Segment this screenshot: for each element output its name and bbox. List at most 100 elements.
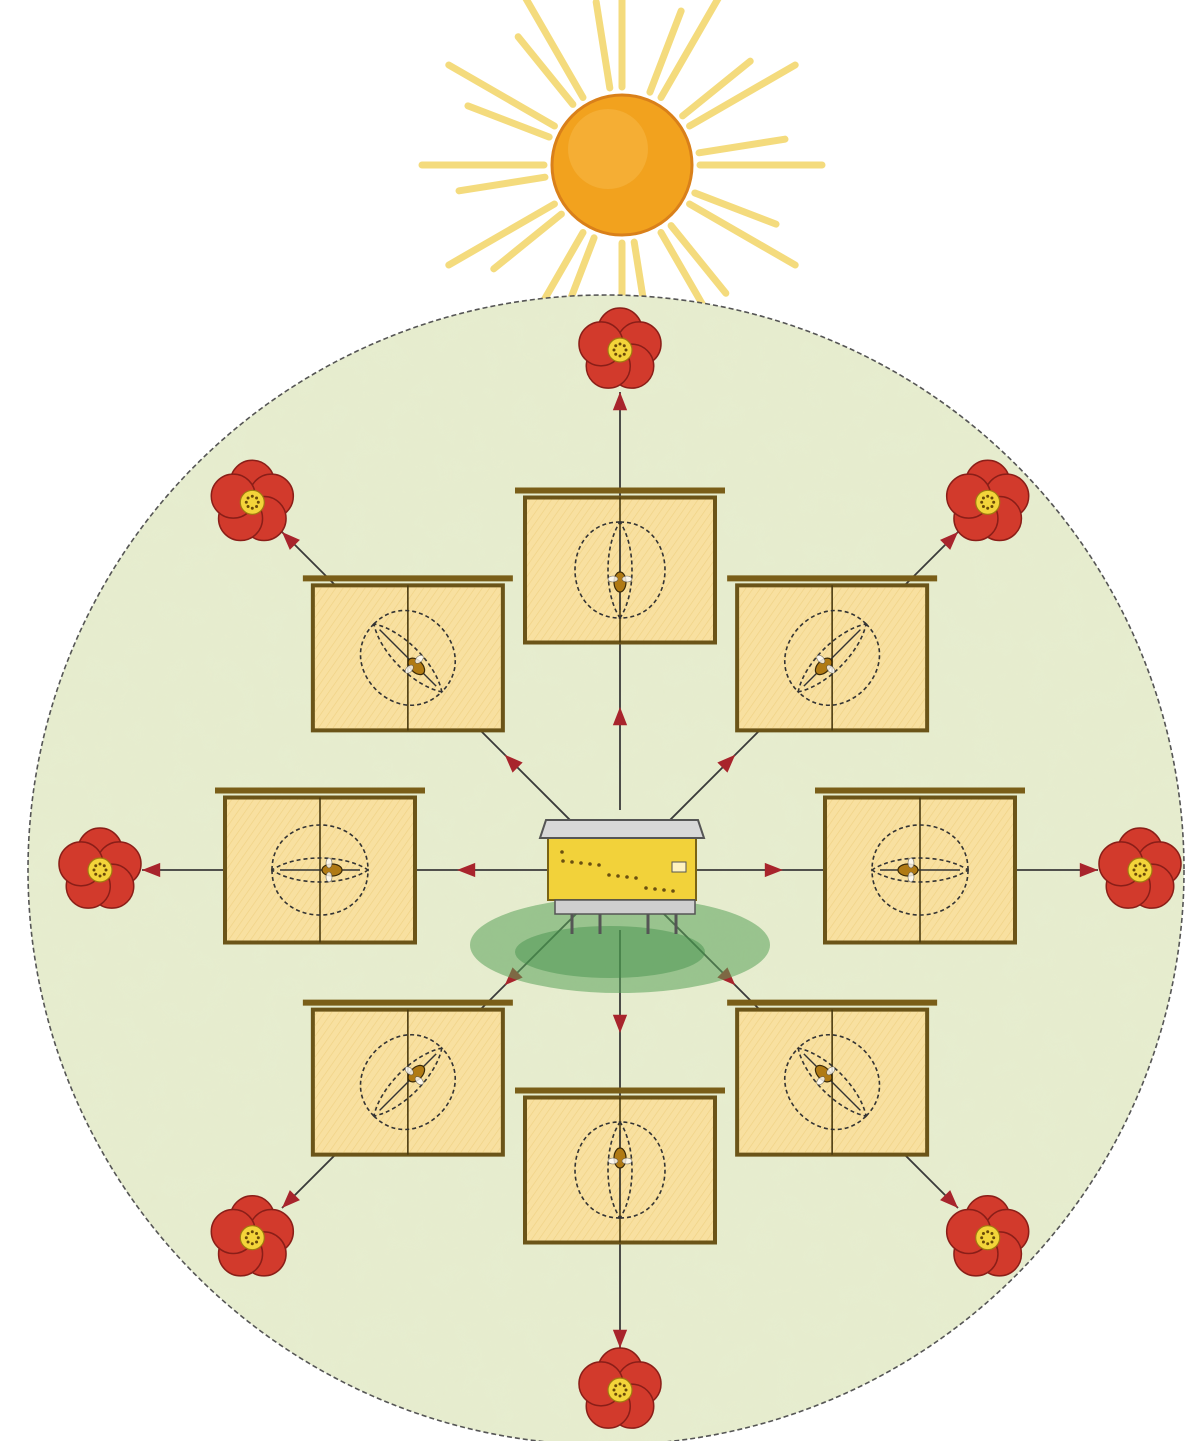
flower-stamen — [257, 1236, 260, 1239]
comb-frame-w — [215, 788, 425, 943]
flower-stamen — [992, 501, 995, 504]
flower-stamen — [251, 1230, 254, 1233]
bee-icon — [634, 876, 638, 880]
flower-stamen — [255, 505, 258, 508]
bee-wing — [608, 1158, 618, 1164]
flower-center — [1128, 858, 1152, 882]
bee-icon — [644, 886, 648, 890]
flower-stamen — [619, 343, 622, 346]
flower-stamen — [992, 1236, 995, 1239]
flower-stamen — [990, 497, 993, 500]
flower-stamen — [247, 497, 250, 500]
flower-stamen — [255, 497, 258, 500]
flower-stamen — [251, 507, 254, 510]
sun-ray — [650, 11, 681, 92]
hive-label-plate — [672, 862, 686, 872]
flower-stamen — [1139, 875, 1142, 878]
flower-stamen — [990, 1232, 993, 1235]
comb-frame-se — [727, 1000, 937, 1155]
sun-ray — [459, 177, 545, 191]
sun-ray — [596, 2, 610, 88]
flower-stamen — [103, 864, 106, 867]
bee-icon — [588, 862, 592, 866]
flower-stamen — [103, 873, 106, 876]
bee-wing — [326, 858, 332, 868]
bee-wing — [608, 576, 618, 582]
comb-frame-ne — [727, 575, 937, 730]
bee-wing — [908, 858, 914, 868]
frame-top-bar — [727, 575, 937, 581]
flower-stamen — [982, 505, 985, 508]
flower-stamen — [980, 1236, 983, 1239]
flower-stamen — [623, 353, 626, 356]
bee-icon — [597, 863, 601, 867]
flower-center — [88, 858, 112, 882]
flower-stamen — [614, 1393, 617, 1396]
flower-stamen — [255, 1240, 258, 1243]
bee-icon — [671, 889, 675, 893]
sun-ray — [468, 106, 549, 137]
flower-stamen — [990, 505, 993, 508]
frame-top-bar — [727, 1000, 937, 1006]
comb-frame-s — [515, 1088, 725, 1243]
bee-icon — [662, 888, 666, 892]
flower-stamen — [251, 495, 254, 498]
flower-stamen — [625, 349, 628, 352]
flower-stamen — [1143, 873, 1146, 876]
flower-stamen — [251, 1242, 254, 1245]
flower-stamen — [1133, 869, 1136, 872]
frame-top-bar — [815, 788, 1025, 794]
flower-stamen — [614, 353, 617, 356]
frame-top-bar — [515, 488, 725, 494]
flower-stamen — [1143, 864, 1146, 867]
sun-highlight — [568, 109, 648, 189]
bee-icon — [607, 873, 611, 877]
bee-icon — [570, 860, 574, 864]
flower-stamen — [99, 863, 102, 866]
bee-icon — [561, 859, 565, 863]
flower-stamen — [1139, 863, 1142, 866]
flower-stamen — [257, 501, 260, 504]
flower-center — [608, 338, 632, 362]
bee-body — [614, 1148, 626, 1168]
flower-stamen — [982, 1232, 985, 1235]
bee-icon — [625, 875, 629, 879]
bee-body — [322, 864, 342, 876]
bee-body — [898, 864, 918, 876]
bee-icon — [560, 850, 564, 854]
frame-top-bar — [515, 1088, 725, 1094]
flower-stamen — [245, 1236, 248, 1239]
flower-stamen — [623, 1393, 626, 1396]
flower-stamen — [1134, 864, 1137, 867]
flower-stamen — [986, 1242, 989, 1245]
flower-stamen — [625, 1389, 628, 1392]
flower-stamen — [245, 501, 248, 504]
flower-stamen — [255, 1232, 258, 1235]
sun-ray — [695, 193, 776, 224]
bee-icon — [616, 874, 620, 878]
comb-frame-sw — [303, 1000, 513, 1155]
bee-wing — [622, 1158, 632, 1164]
hive-base — [555, 900, 695, 914]
bee-wing — [622, 576, 632, 582]
frame-top-bar — [303, 1000, 513, 1006]
flower-stamen — [619, 1383, 622, 1386]
frame-top-bar — [303, 575, 513, 581]
bee-body — [614, 572, 626, 592]
bee-wing — [908, 872, 914, 882]
flower-stamen — [619, 355, 622, 358]
bee-icon — [653, 887, 657, 891]
bee-icon — [579, 861, 583, 865]
hive-roof — [540, 820, 704, 838]
flower-stamen — [986, 507, 989, 510]
flower-stamen — [105, 869, 108, 872]
flower-center — [240, 490, 264, 514]
sun-ray — [699, 139, 785, 153]
flower-stamen — [980, 501, 983, 504]
flower-stamen — [94, 864, 97, 867]
flower-stamen — [990, 1240, 993, 1243]
flower-stamen — [623, 344, 626, 347]
flower-stamen — [986, 495, 989, 498]
flower-stamen — [99, 875, 102, 878]
